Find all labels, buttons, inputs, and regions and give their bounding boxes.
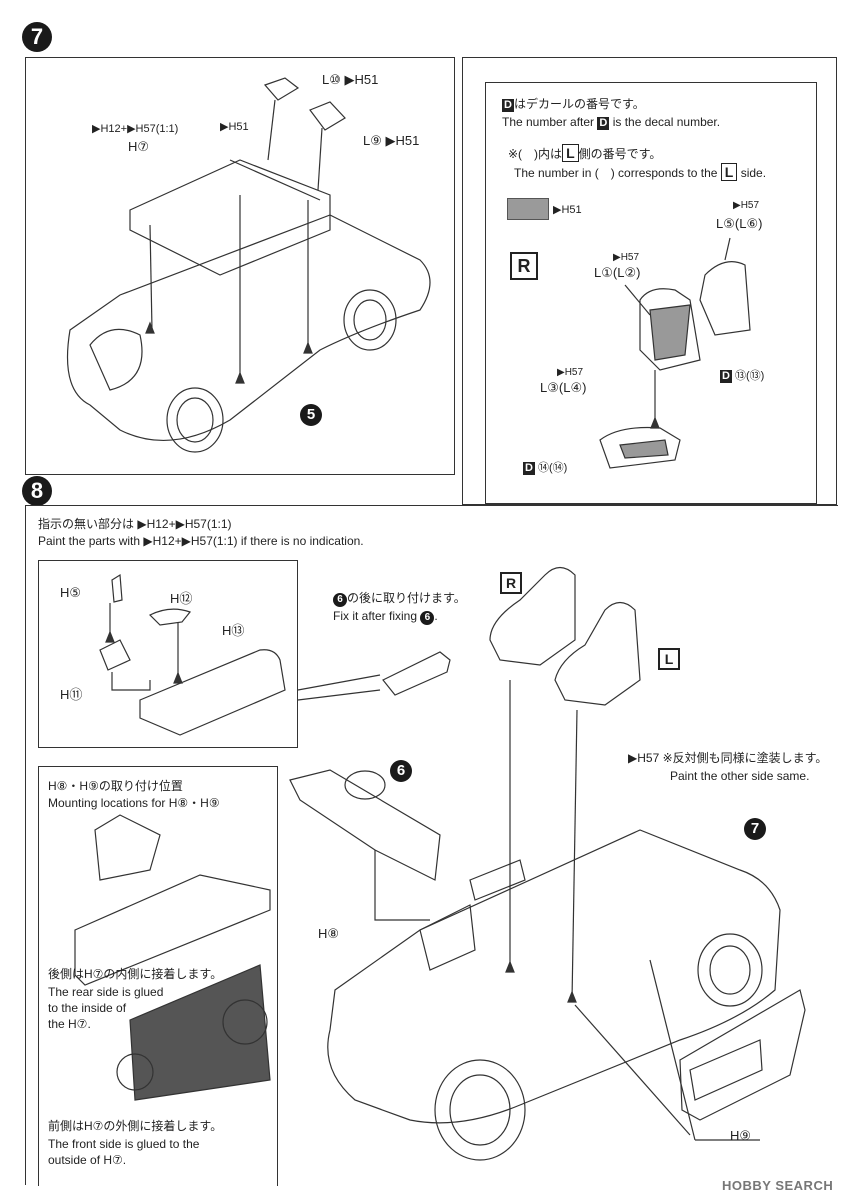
step-7-frame — [25, 57, 455, 475]
seat-l-marker: L — [658, 648, 680, 670]
mounting-title-en: Mounting locations for H⑧・H⑨ — [48, 796, 220, 810]
decal-note-en: The number after D is the decal number. — [502, 115, 721, 130]
other-side-note-en: Paint the other side same. — [670, 769, 810, 783]
part-label-l9: L⑨ ▶H51 — [363, 133, 420, 148]
part-label-h12: H⑫ — [170, 591, 193, 606]
step-8-badge: 8 — [22, 476, 52, 506]
part-label-h9: H⑨ — [730, 1128, 752, 1143]
dashboard-drawing — [289, 769, 441, 881]
paint-mix-label: ▶H12+▶H57(1:1) — [92, 123, 179, 135]
step-8-instruction-en: Paint the parts with ▶H12+▶H57(1:1) if t… — [38, 534, 364, 548]
part-label-l1: L①(L②) — [594, 265, 641, 280]
part-label-h13: H⑬ — [222, 623, 245, 638]
mounting-inset-frame — [38, 766, 278, 1186]
rear-note-en-2: to the inside of — [48, 1001, 127, 1015]
seat-l-drawing — [554, 601, 641, 706]
front-note-en-1: The front side is glued to the — [48, 1137, 200, 1151]
paint-label-h51: ▶H51 — [220, 121, 249, 133]
paint-label-l5: ▶H57 — [733, 200, 760, 211]
part-label-h8: H⑧ — [318, 926, 340, 941]
part-label-l5: L⑤(L⑥) — [716, 216, 763, 231]
rear-note-en-1: The rear side is glued — [48, 985, 164, 999]
step-7-badge: 7 — [22, 22, 52, 52]
step-5-ref-badge: 5 — [300, 404, 322, 426]
paint-label-l1: ▶H57 — [613, 252, 640, 263]
step-7-right-frame — [462, 57, 837, 505]
step-8-instruction-jp: 指示の無い部分は ▶H12+▶H57(1:1) — [38, 517, 232, 531]
main-chassis-drawing — [327, 829, 781, 1124]
r-side-marker: R — [510, 252, 538, 280]
front-note-en-2: outside of H⑦. — [48, 1153, 127, 1167]
console-detail-frame — [38, 560, 298, 748]
mounting-title-jp: H⑧・H⑨の取り付け位置 — [48, 779, 183, 793]
watermark: HOBBY SEARCH — [722, 1178, 834, 1193]
paint-label-l3: ▶H57 — [557, 367, 584, 378]
step-8-frame — [25, 505, 838, 1185]
rear-note-en-3: the H⑦. — [48, 1017, 91, 1031]
seat-detail-frame — [485, 82, 817, 504]
seat-r-drawing — [489, 566, 576, 666]
console-drawing — [139, 649, 286, 736]
step-7-ref-badge: 7 — [744, 818, 766, 840]
seat-back-drawing — [639, 288, 701, 371]
decal-14-label: D ⑭(⑭) — [523, 462, 568, 475]
step-6-ref-badge: 6 — [390, 760, 412, 782]
part-label-h5: H⑤ — [60, 585, 82, 600]
other-side-note-jp: ▶H57 ※反対側も同様に塗装します。 — [628, 751, 828, 765]
swatch-label: ▶H51 — [553, 204, 582, 216]
seat-back-rear-drawing — [699, 261, 751, 336]
part-label-l10: L⑩ ▶H51 — [322, 72, 379, 87]
part-label-h11: H⑪ — [60, 687, 83, 702]
front-note-jp: 前側はH⑦の外側に接着します。 — [48, 1119, 223, 1133]
decal-13-label: D ⑬(⑬) — [720, 370, 765, 383]
paint-swatch-h51 — [507, 198, 549, 220]
chassis-body-drawing — [67, 214, 431, 441]
seat-r-marker: R — [500, 572, 522, 594]
seat-cushion-drawing — [599, 426, 681, 469]
part-label-l3: L③(L④) — [540, 380, 587, 395]
part-label-h7: H⑦ — [128, 139, 150, 154]
paren-note-en: The number in ( ) corresponds to the L s… — [514, 163, 767, 181]
fix-after-en: Fix it after fixing 6. — [333, 609, 438, 625]
rear-note-jp: 後側はH⑦の内側に接着します。 — [48, 967, 223, 981]
floor-pan-drawing — [129, 159, 331, 276]
door-panel-drawing — [679, 989, 806, 1121]
